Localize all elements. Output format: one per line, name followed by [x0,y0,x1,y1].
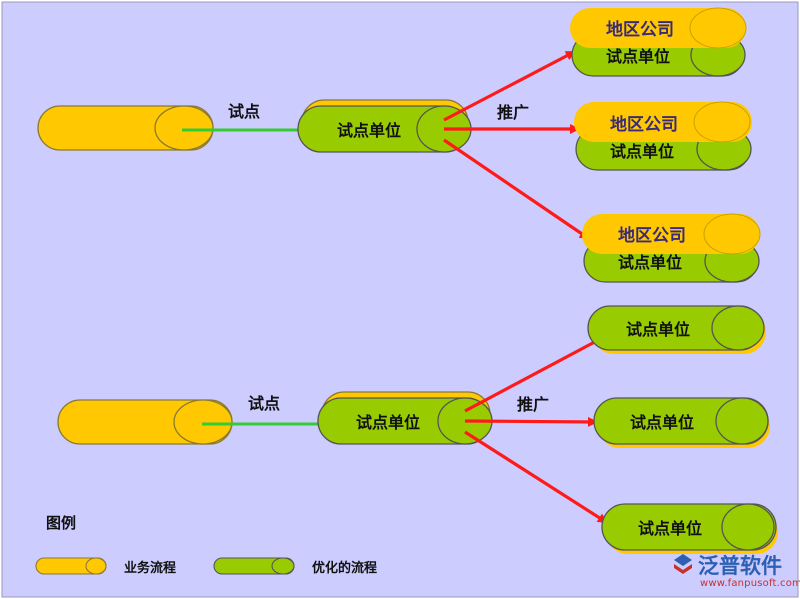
top-branch-1-front-label: 地区公司 [606,19,674,40]
legend-swatch-green [213,557,295,575]
fanpu-brand-text: 泛普软件 [698,554,782,578]
top-branch-3: 试点单位 地区公司 [582,213,761,283]
top-branch-3-back-label: 试点单位 [618,253,682,272]
bottom-branch-1: 试点单位 [587,305,766,354]
bottom-branch-2: 试点单位 [593,397,770,448]
legend-label-business-process: 业务流程 [124,560,176,576]
bottom-source-cylinder [57,399,233,445]
top-branch-1-back-label: 试点单位 [606,47,670,66]
bottom-promote-arrow-2 [464,416,598,427]
top-source-cylinder [37,105,214,151]
top-flow: 试点 试点单位 推广 试点单位 地区公司 试点单位 [37,7,761,283]
legend-title: 图例 [46,514,76,532]
legend: 图例 业务流程 优化的流程 [35,514,377,576]
bottom-pilot-label: 试点 [248,394,280,413]
bottom-branch-1-label: 试点单位 [626,320,690,339]
bottom-branch-3: 试点单位 [601,503,778,554]
top-branch-3-front-label: 地区公司 [618,225,686,246]
bottom-promote-arrow-3 [464,430,608,524]
top-pilot-label: 试点 [228,102,260,121]
top-pilot-unit: 试点单位 [297,99,472,153]
legend-swatch-yellow [35,557,107,575]
fanpu-watermark: 泛普软件 www.fanpusoft.com [668,550,800,594]
top-branch-1: 试点单位 地区公司 [570,7,747,77]
bottom-pilot-unit-label: 试点单位 [356,413,420,432]
bottom-promote-arrow-1 [464,335,606,413]
bottom-promote-label: 推广 [517,395,549,414]
top-branch-2-front-label: 地区公司 [610,114,678,135]
fanpu-site-text: www.fanpusoft.com [700,578,800,589]
fanpu-logo-icon [674,554,692,574]
top-pilot-unit-label: 试点单位 [337,121,401,140]
legend-item-optimized-process: 优化的流程 [213,557,377,576]
top-branch-2-back-label: 试点单位 [610,142,674,161]
legend-item-business-process: 业务流程 [35,557,176,576]
legend-label-optimized-process: 优化的流程 [312,560,377,576]
top-promote-arrow-3 [443,138,590,240]
top-promote-label: 推广 [497,103,529,122]
bottom-branch-2-label: 试点单位 [630,413,694,432]
top-promote-arrow-1 [443,50,576,122]
bottom-branch-3-label: 试点单位 [638,519,702,538]
top-branch-2: 试点单位 地区公司 [574,101,752,171]
bottom-flow: 试点 试点单位 推广 试点单位 试点单位 [57,305,778,554]
bottom-pilot-unit: 试点单位 [317,391,493,445]
